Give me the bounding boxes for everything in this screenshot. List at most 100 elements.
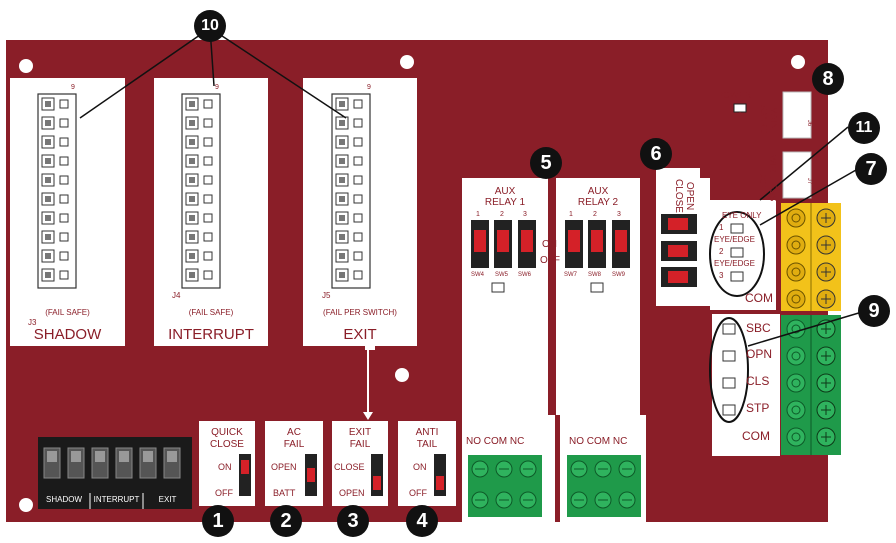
callout-9: 9	[858, 295, 890, 327]
exit-name: EXIT	[343, 326, 377, 343]
aux1-pin-3: 3	[523, 211, 527, 218]
mount-hole	[19, 59, 33, 73]
aux1-sw6: SW6	[518, 272, 532, 278]
ac-fail-open: OPEN	[271, 462, 297, 472]
j6-label: J6	[806, 119, 813, 127]
mount-hole	[400, 55, 414, 69]
eye-com-label: COM	[745, 291, 773, 305]
aux2-sw8: SW8	[588, 272, 602, 278]
eye-edge-label-2: EYE/EDGE	[714, 259, 755, 268]
exit-mode: (FAIL PER SWITCH)	[323, 308, 397, 317]
input-sbc: SBC	[746, 321, 771, 335]
anti-tail-panel	[398, 421, 456, 506]
eye-highlight	[709, 211, 765, 297]
j7-label: J7	[806, 177, 813, 185]
input-stp: STP	[746, 401, 770, 415]
interrupt-pin-marker: 9	[215, 84, 219, 91]
aux1-terms: NO COM NC	[466, 436, 525, 447]
callout-7: 7	[855, 153, 887, 185]
aux1-pin-1: 1	[476, 211, 480, 218]
callout-10: 10	[194, 10, 226, 42]
connector-strips	[37, 93, 371, 289]
aux2-pin-3: 3	[617, 211, 621, 218]
terminal-screw	[786, 289, 806, 309]
callout-4: 4	[406, 505, 438, 537]
relay-off-label: OFF	[540, 255, 560, 266]
aux2-pin-1: 1	[569, 211, 573, 218]
exit-pin-marker: 9	[367, 84, 371, 91]
callout-8: 8	[812, 63, 844, 95]
dip-label-exit: EXIT	[158, 495, 177, 504]
aux2-sw7: SW7	[564, 272, 578, 278]
input-com: COM	[742, 429, 770, 443]
aux2-pin-2: 2	[593, 211, 597, 218]
input-indicator	[722, 350, 736, 362]
ac-fail-batt: BATT	[273, 488, 296, 498]
dip-switches	[43, 447, 181, 479]
interrupt-id: J4	[172, 291, 181, 300]
mount-hole	[791, 55, 805, 69]
leader-9	[747, 311, 863, 347]
terminal-screw	[786, 319, 806, 339]
eye-3-label: 3	[719, 271, 724, 280]
leader-11	[759, 126, 849, 201]
aux1-sw5: SW5	[495, 272, 509, 278]
aux2-sw9: SW9	[612, 272, 626, 278]
shadow-name: SHADOW	[33, 326, 102, 343]
dip-label-shadow: SHADOW	[46, 495, 82, 504]
callout-3: 3	[337, 505, 369, 537]
terminal-screw	[786, 208, 806, 228]
shadow-id: J3	[28, 318, 37, 327]
exit-fail-close: CLOSE	[334, 462, 365, 472]
terminal-screw	[786, 262, 806, 282]
input-indicator	[722, 404, 736, 416]
eye-1-label: 1	[719, 223, 724, 232]
eye-2-label: 2	[719, 247, 724, 256]
leader-10c	[209, 27, 347, 119]
input-opn: OPN	[746, 347, 773, 361]
anti-tail-off: OFF	[409, 488, 427, 498]
aux1-pin-2: 2	[500, 211, 504, 218]
terminal-screw	[786, 427, 806, 447]
callout-6: 6	[640, 138, 672, 170]
anti-tail-on: ON	[413, 462, 427, 472]
aux2-terms: NO COM NC	[569, 436, 628, 447]
interrupt-mode: (FAIL SAFE)	[188, 308, 234, 317]
terminal-screw	[786, 346, 806, 366]
exit-fail-open: OPEN	[339, 488, 365, 498]
relay-jumper	[590, 282, 604, 293]
exit-arrow-head	[363, 412, 373, 420]
aux1-sw4: SW4	[471, 272, 485, 278]
terminal-screw	[786, 235, 806, 255]
interrupt-name: INTERRUPT	[168, 326, 254, 343]
eye-only-label: EYE ONLY	[722, 211, 762, 220]
leader-7	[759, 169, 857, 226]
callout-11: 11	[848, 112, 880, 144]
terminal-screw	[786, 373, 806, 393]
callout-1: 1	[202, 505, 234, 537]
relay-on-label: ON	[542, 239, 557, 250]
mount-hole	[19, 498, 33, 512]
exit-id: J5	[322, 291, 331, 300]
leader-10a	[79, 27, 211, 119]
shadow-mode: (FAIL SAFE)	[45, 308, 90, 317]
power-led	[733, 103, 747, 113]
eye-edge-label-1: EYE/EDGE	[714, 235, 755, 244]
shadow-pin-marker: 9	[71, 84, 75, 91]
mount-hole	[395, 368, 409, 382]
terminal-screw	[786, 400, 806, 420]
input-indicator	[722, 377, 736, 389]
input-cls: CLS	[746, 374, 770, 388]
callout-5: 5	[530, 147, 562, 179]
j7-connector	[782, 151, 812, 199]
quick-close-off: OFF	[215, 488, 233, 498]
